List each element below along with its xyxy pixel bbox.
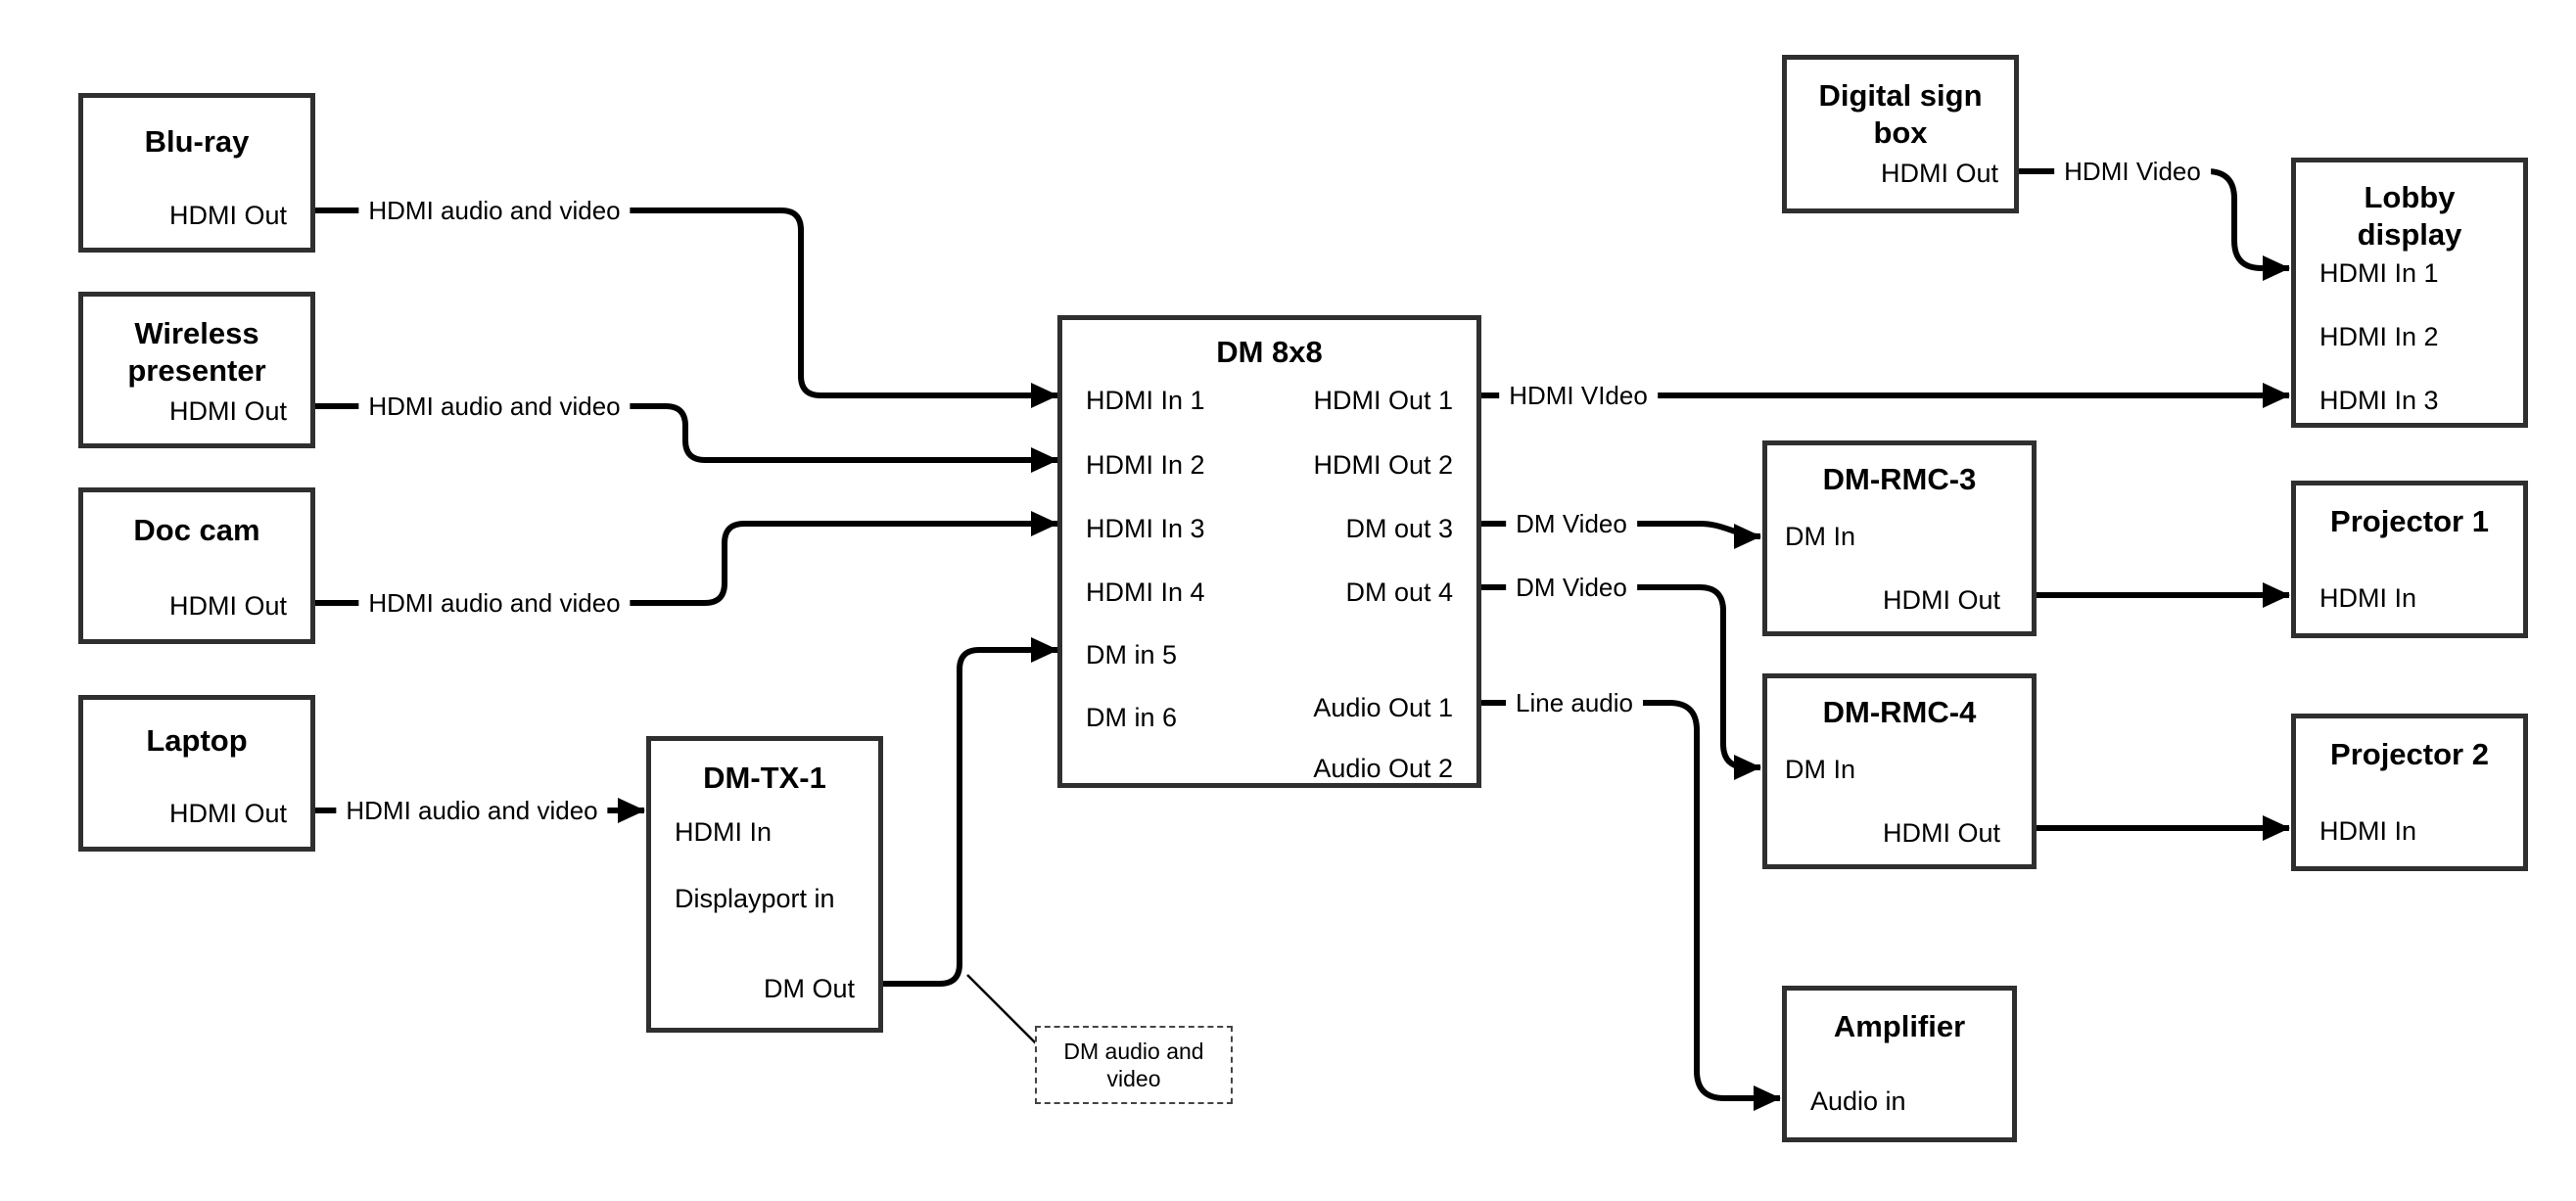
- node-dm-rmc-3: DM-RMC-3 DM In HDMI Out: [1762, 440, 2037, 636]
- edge-label-line-audio: Line audio: [1506, 687, 1643, 718]
- node-title: Doc cam: [133, 513, 260, 547]
- node-title: Blu-ray: [144, 124, 250, 159]
- note-dm-audio-and-video: DM audio and video: [1035, 1026, 1233, 1104]
- node-title: Laptop: [146, 723, 248, 758]
- node-dm-8x8: DM 8x8 HDMI In 1 HDMI In 2 HDMI In 3 HDM…: [1057, 315, 1481, 788]
- node-title: Projector 1: [2330, 504, 2489, 538]
- node-title: Amplifier: [1833, 1009, 1966, 1043]
- port-hdmi-out-2: HDMI Out 2: [1313, 450, 1453, 480]
- node-title: Wireless presenter: [83, 315, 310, 390]
- edge-label-hdmi-video-sign: HDMI Video: [2054, 156, 2211, 187]
- node-title: Lobby display: [2296, 179, 2523, 254]
- wire-dmtx1-to-dm8x8-in5: [883, 637, 1058, 987]
- node-title: DM 8x8: [1216, 335, 1323, 369]
- title-line-2: display: [2357, 217, 2462, 252]
- port-dm-in-5: DM in 5: [1086, 640, 1178, 670]
- node-laptop: Laptop HDMI Out: [78, 695, 315, 852]
- port-hdmi-out: HDMI Out: [168, 396, 287, 426]
- port-hdmi-out: HDMI Out: [1882, 818, 2000, 848]
- edge-label-dm-video-4: DM Video: [1506, 572, 1637, 603]
- port-dm-in: DM In: [1785, 522, 1856, 551]
- port-hdmi-out: HDMI Out: [168, 799, 287, 828]
- title-line-2: presenter: [127, 353, 266, 388]
- port-hdmi-in-1: HDMI In 1: [2319, 258, 2439, 288]
- node-title: DM-RMC-3: [1822, 462, 1977, 496]
- node-title: Digital sign box: [1787, 77, 2014, 152]
- port-hdmi-out: HDMI Out: [168, 591, 287, 621]
- note-text: DM audio and video: [1063, 1039, 1204, 1091]
- port-hdmi-in-3: HDMI In 3: [2319, 386, 2439, 415]
- wire-dm8x8-out3-to-rmc3: [1481, 521, 1761, 549]
- wire-doccam-to-dm8x8-in3: [315, 511, 1058, 606]
- port-dm-out-4: DM out 4: [1345, 577, 1453, 607]
- note-leader-line: [966, 974, 1037, 1044]
- edge-label-hdmi-video-out1: HDMI VIdeo: [1499, 380, 1658, 411]
- node-digital-sign-box: Digital sign box HDMI Out: [1782, 55, 2019, 213]
- port-audio-out-2: Audio Out 2: [1313, 754, 1453, 783]
- node-title: DM-TX-1: [703, 761, 826, 795]
- port-hdmi-in-3: HDMI In 3: [1086, 514, 1205, 543]
- wire-sign-to-lobby-in1: [2019, 168, 2290, 281]
- port-hdmi-in-1: HDMI In 1: [1086, 386, 1205, 415]
- port-hdmi-in: HDMI In: [675, 817, 773, 847]
- edge-label-bluray: HDMI audio and video: [358, 195, 631, 226]
- edge-label-dm-video-3: DM Video: [1506, 508, 1637, 539]
- port-audio-out-1: Audio Out 1: [1313, 693, 1453, 722]
- port-audio-in: Audio in: [1810, 1086, 1906, 1116]
- port-hdmi-in: HDMI In: [2319, 816, 2417, 846]
- port-hdmi-out-1: HDMI Out 1: [1313, 386, 1453, 415]
- node-dm-rmc-4: DM-RMC-4 DM In HDMI Out: [1762, 673, 2037, 869]
- title-line-1: Lobby: [2364, 180, 2456, 214]
- port-hdmi-out: HDMI Out: [1880, 159, 1998, 188]
- port-hdmi-in-2: HDMI In 2: [2319, 322, 2439, 351]
- node-amplifier: Amplifier Audio in: [1782, 986, 2017, 1142]
- title-line-2: box: [1873, 115, 1928, 150]
- port-hdmi-in: HDMI In: [2319, 583, 2417, 613]
- wire-wireless-to-dm8x8-in2: [315, 403, 1058, 473]
- node-dm-tx-1: DM-TX-1 HDMI In Displayport in DM Out: [646, 736, 883, 1033]
- port-hdmi-in-4: HDMI In 4: [1086, 577, 1205, 607]
- node-title: Projector 2: [2330, 737, 2489, 771]
- node-wireless-presenter: Wireless presenter HDMI Out: [78, 292, 315, 448]
- port-hdmi-in-2: HDMI In 2: [1086, 450, 1205, 480]
- edge-label-wireless: HDMI audio and video: [358, 391, 631, 422]
- node-lobby-display: Lobby display HDMI In 1 HDMI In 2 HDMI I…: [2291, 158, 2528, 428]
- port-hdmi-out: HDMI Out: [1882, 585, 2000, 615]
- node-projector-1: Projector 1 HDMI In: [2291, 481, 2528, 638]
- port-dm-out-3: DM out 3: [1345, 514, 1453, 543]
- node-title: DM-RMC-4: [1822, 695, 1977, 729]
- wire-dm8x8-audio1-to-amplifier: [1481, 700, 1781, 1111]
- port-hdmi-out: HDMI Out: [168, 201, 287, 230]
- edge-label-doccam: HDMI audio and video: [358, 587, 631, 619]
- port-dm-in: DM In: [1785, 755, 1856, 784]
- port-dm-out: DM Out: [763, 974, 855, 1003]
- node-projector-2: Projector 2 HDMI In: [2291, 714, 2528, 871]
- edge-label-laptop: HDMI audio and video: [336, 795, 608, 826]
- title-line-1: Wireless: [134, 316, 259, 350]
- node-doc-cam: Doc cam HDMI Out: [78, 487, 315, 644]
- port-dm-in-6: DM in 6: [1086, 703, 1178, 732]
- node-bluray: Blu-ray HDMI Out: [78, 93, 315, 253]
- port-displayport-in: Displayport in: [675, 884, 835, 913]
- title-line-1: Digital sign: [1818, 78, 1983, 113]
- wire-dm8x8-out4-to-rmc4: [1481, 584, 1761, 780]
- wire-bluray-to-dm8x8-in1: [315, 208, 1058, 408]
